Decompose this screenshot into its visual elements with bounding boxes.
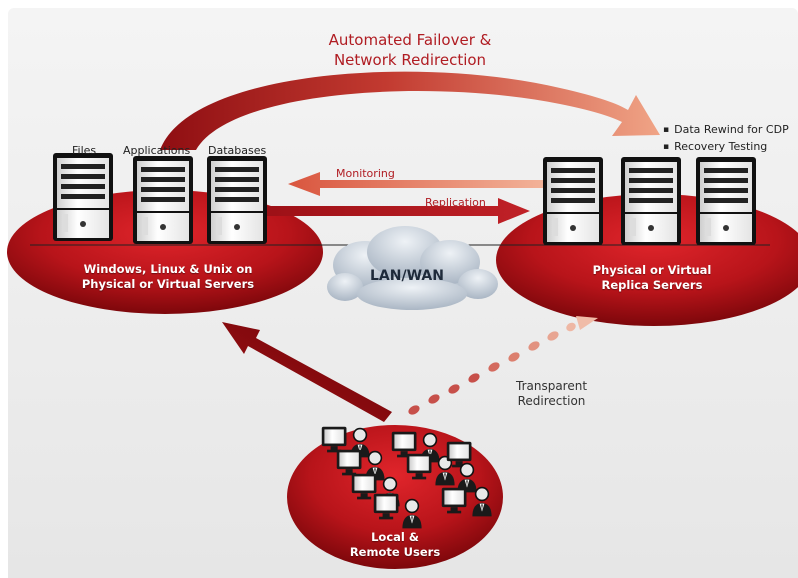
note-data-rewind: Data Rewind for CDP bbox=[663, 122, 789, 139]
lan-wan-label: LAN/WAN bbox=[370, 268, 444, 284]
redirection-line-2: Redirection bbox=[517, 394, 586, 408]
monitoring-arrow bbox=[288, 172, 548, 196]
replication-label: Replication bbox=[425, 196, 486, 209]
transparent-redirection-arrow bbox=[408, 316, 598, 415]
title-line-2: Network Redirection bbox=[333, 51, 487, 69]
failover-arrow bbox=[160, 71, 660, 150]
lan-wan-cloud bbox=[327, 226, 498, 310]
users-line-2: Remote Users bbox=[349, 545, 441, 559]
replica-server-1 bbox=[543, 157, 603, 245]
replica-site-line-2: Replica Servers bbox=[601, 278, 703, 292]
monitoring-label: Monitoring bbox=[336, 167, 395, 180]
diagram-title: Automated Failover & Network Redirection bbox=[300, 30, 520, 70]
primary-site-line-1: Windows, Linux & Unix on bbox=[83, 262, 253, 276]
files-server bbox=[53, 153, 113, 241]
transparent-redirection-label: Transparent Redirection bbox=[516, 379, 587, 409]
title-line-1: Automated Failover & bbox=[328, 31, 492, 49]
primary-site-label: Windows, Linux & Unix on Physical or Vir… bbox=[64, 262, 272, 292]
replica-server-2 bbox=[621, 157, 681, 245]
applications-server bbox=[133, 156, 193, 244]
databases-label: Databases bbox=[208, 144, 267, 157]
primary-site-line-2: Physical or Virtual Servers bbox=[81, 277, 255, 291]
replica-server-3 bbox=[696, 157, 756, 245]
users-to-primary-arrow bbox=[222, 322, 392, 422]
applications-label: Applications bbox=[123, 144, 191, 157]
databases-server bbox=[207, 156, 267, 244]
users-line-1: Local & bbox=[371, 530, 419, 544]
note-recovery-testing: Recovery Testing bbox=[663, 139, 789, 156]
redirection-line-1: Transparent bbox=[516, 379, 588, 393]
files-label: Files bbox=[72, 144, 97, 157]
users-label: Local & Remote Users bbox=[335, 530, 455, 560]
replication-arrow bbox=[258, 198, 530, 224]
replica-notes: Data Rewind for CDP Recovery Testing bbox=[663, 122, 789, 156]
replica-site-line-1: Physical or Virtual bbox=[592, 263, 712, 277]
replica-site-label: Physical or Virtual Replica Servers bbox=[572, 263, 732, 293]
